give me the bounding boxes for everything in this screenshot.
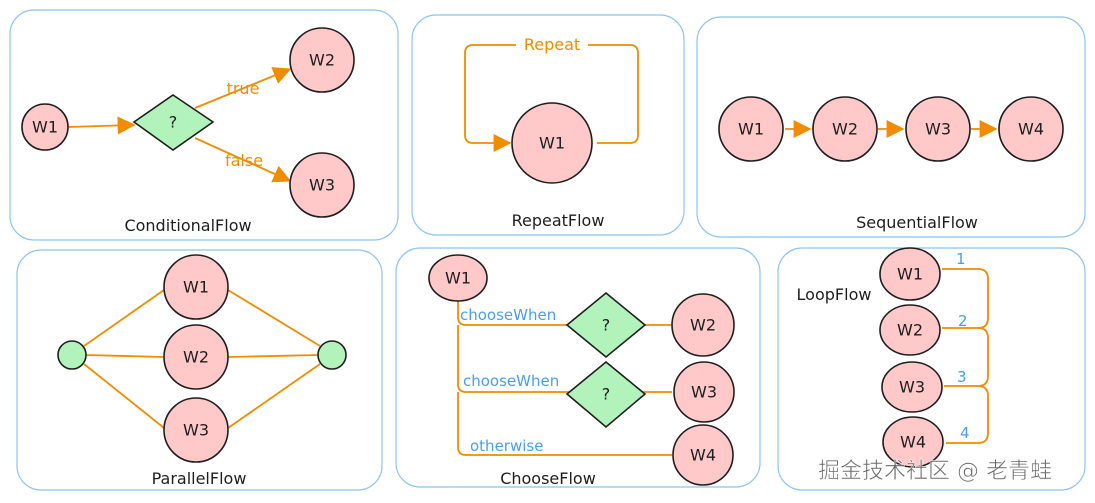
- branch-label: otherwise: [470, 437, 543, 455]
- node-label: W2: [309, 51, 335, 70]
- node-label: W2: [897, 321, 923, 340]
- step-label: 1: [956, 250, 966, 268]
- node-w2: [163, 324, 229, 390]
- edge-true: [194, 67, 292, 109]
- node-w3: [289, 152, 355, 218]
- node-w2: [879, 304, 941, 356]
- node-label: W4: [690, 446, 716, 465]
- true-label: true: [227, 79, 260, 98]
- node-w1: [428, 254, 488, 302]
- conditional-flow-panel: W1 ? W2 W3 true false ConditionalFlow: [9, 9, 399, 241]
- node-label: W1: [738, 120, 764, 139]
- edge-false: [194, 137, 292, 183]
- watermark: 掘金技术社区 @ 老青蛙: [818, 459, 1052, 484]
- node-w4: [998, 96, 1064, 162]
- node-label: W1: [32, 118, 58, 137]
- decision-node: [565, 360, 647, 429]
- node-label: W3: [691, 383, 717, 402]
- step-label: 3: [957, 368, 967, 386]
- branch-label: chooseWhen: [463, 372, 559, 390]
- branch-label: chooseWhen: [460, 306, 556, 324]
- repeat-flow-panel: Repeat W1 RepeatFlow: [411, 14, 685, 236]
- panel-title: ConditionalFlow: [124, 216, 251, 235]
- sequential-flow-panel: W1 W2 W3 W4 SequentialFlow: [696, 16, 1086, 238]
- loop-flow-panel: W1 W2 W3 W4 1 2 3 4 LoopFlow: [777, 247, 1086, 491]
- panel-title: ChooseFlow: [500, 469, 596, 488]
- node-label: W3: [309, 176, 335, 195]
- node-label: W4: [900, 433, 926, 452]
- node-label: W3: [899, 378, 925, 397]
- node-label: W2: [183, 348, 209, 367]
- fork-node: [57, 340, 87, 370]
- node-label: W1: [539, 134, 565, 153]
- decision-node: [565, 291, 647, 359]
- node-w1: [879, 247, 941, 301]
- join-node: [317, 340, 347, 370]
- node-w4: [882, 416, 944, 468]
- choose-flow-panel: W1 ? ? W2 W3 W4 chooseWhen chooseWhen ot…: [395, 247, 761, 488]
- parallel-flow-panel: W1 W2 W3 ParallelFlow: [16, 249, 383, 491]
- edge: [67, 116, 136, 135]
- node-w3: [881, 361, 943, 413]
- node-label: W2: [832, 120, 858, 139]
- node-w2: [812, 96, 878, 162]
- node-w2: [671, 293, 735, 357]
- decision-label: ?: [169, 113, 178, 132]
- node-w3: [163, 397, 229, 463]
- panel-title: LoopFlow: [797, 285, 872, 304]
- node-label: W2: [690, 316, 716, 335]
- decision-label: ?: [602, 316, 611, 335]
- node-w1: [21, 103, 69, 151]
- node-w1: [163, 254, 229, 320]
- node-w4: [672, 424, 734, 486]
- node-label: W3: [183, 421, 209, 440]
- node-label: W1: [445, 269, 471, 288]
- node-w1: [718, 96, 784, 162]
- panel-title: RepeatFlow: [512, 211, 605, 230]
- node-label: W1: [897, 265, 923, 284]
- node-label: W1: [183, 278, 209, 297]
- node-w1: [511, 102, 593, 184]
- node-w3: [905, 96, 971, 162]
- node-w3: [673, 361, 735, 423]
- node-label: W4: [1018, 120, 1044, 139]
- panel-title: SequentialFlow: [856, 213, 978, 232]
- decision-label: ?: [602, 385, 611, 404]
- repeat-label: Repeat: [524, 35, 580, 54]
- false-label: false: [225, 151, 263, 170]
- node-w2: [289, 27, 355, 93]
- step-label: 2: [958, 312, 968, 330]
- node-label: W3: [925, 120, 951, 139]
- step-label: 4: [960, 424, 970, 442]
- panel-title: ParallelFlow: [152, 469, 247, 488]
- decision-node: [132, 94, 215, 151]
